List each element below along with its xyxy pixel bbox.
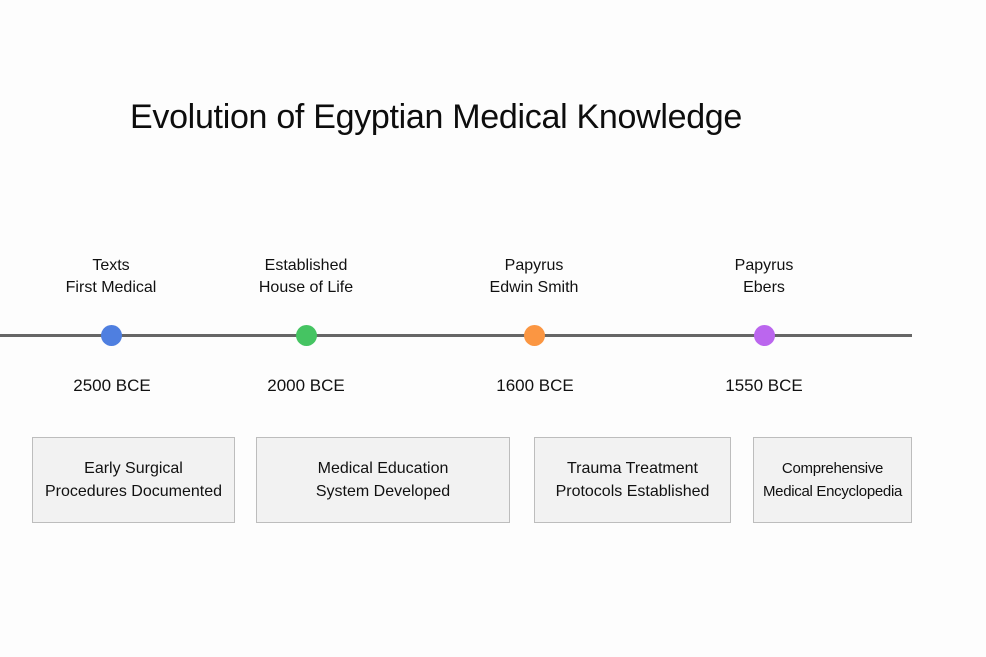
event-description-box: Early Surgical Procedures Documented	[32, 437, 235, 523]
event-label-line1: Papyrus	[504, 257, 564, 274]
event-marker-dot	[524, 325, 545, 346]
box-line1: Medical Education	[317, 460, 449, 477]
event-label: Papyrus Edwin Smith	[434, 255, 634, 299]
event-marker-dot	[754, 325, 775, 346]
box-line2: Procedures Documented	[45, 483, 222, 500]
event-date: 1600 BCE	[496, 376, 574, 395]
event-label-line2: First Medical	[65, 279, 157, 296]
diagram-title: Evolution of Egyptian Medical Knowledge	[130, 98, 743, 136]
event-label-line1: Papyrus	[734, 257, 794, 274]
event-label-line2: Edwin Smith	[489, 279, 579, 296]
event-label: Papyrus Ebers	[664, 255, 864, 299]
event-description-box: Trauma Treatment Protocols Established	[534, 437, 731, 523]
event-date: 2000 BCE	[267, 376, 345, 395]
event-description-box: Medical Education System Developed	[256, 437, 510, 523]
event-date: 2500 BCE	[73, 376, 151, 395]
event-label: Texts First Medical	[11, 255, 211, 299]
box-line1: Trauma Treatment	[566, 460, 698, 477]
box-line2: Protocols Established	[555, 483, 710, 500]
box-line2: Medical Encyclopedia	[762, 483, 903, 500]
event-marker-dot	[101, 325, 122, 346]
event-date: 1550 BCE	[725, 376, 803, 395]
event-label: Established House of Life	[206, 255, 406, 299]
event-label-line1: Established	[264, 257, 348, 274]
box-line2: System Developed	[315, 483, 451, 500]
box-line1: Early Surgical	[84, 460, 183, 477]
event-label-line1: Texts	[92, 257, 130, 274]
event-marker-dot	[296, 325, 317, 346]
timeline-axis	[0, 334, 912, 337]
event-label-line2: House of Life	[258, 279, 354, 296]
event-description-box: Comprehensive Medical Encyclopedia	[753, 437, 912, 523]
event-label-line2: Ebers	[743, 279, 785, 296]
box-line1: Comprehensive	[781, 460, 884, 477]
